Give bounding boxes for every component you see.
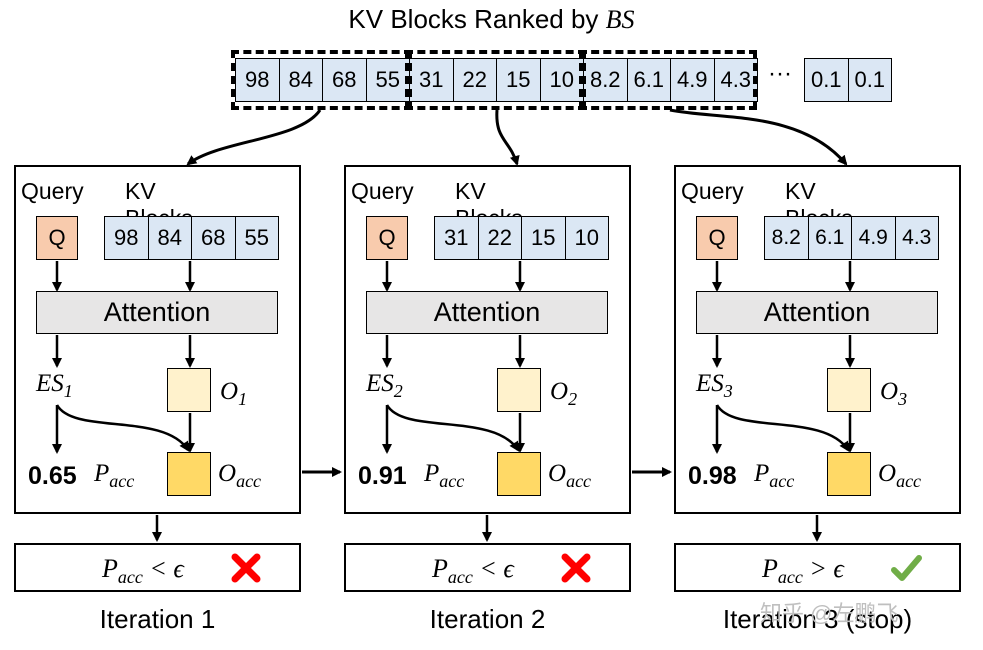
kv-block: 31 [434, 216, 479, 260]
condition-text: Pacc < ϵ [432, 554, 514, 587]
title-variable: BS [605, 5, 635, 34]
p-acc-value: 0.98 [688, 462, 737, 490]
o-acc-label: Oacc [218, 460, 262, 491]
ranked-block: 55 [365, 58, 410, 102]
check-stroke [891, 555, 922, 581]
cross-icon [231, 553, 261, 583]
query-box: Q [696, 216, 738, 260]
iteration-label: Iteration 2 [429, 604, 546, 634]
es-label: ES2 [366, 370, 403, 401]
watermark: 知乎 @左鹏飞 [760, 601, 899, 626]
output-acc-box [497, 452, 541, 496]
diagram-title: KV Blocks Ranked by BS [0, 4, 983, 35]
kv-block: 68 [191, 216, 236, 260]
kv-block: 4.9 [851, 216, 896, 260]
ranked-block: 22 [452, 58, 497, 102]
p-acc-value: 0.91 [358, 462, 407, 490]
kv-block: 22 [477, 216, 522, 260]
ranked-group-outline [405, 50, 586, 110]
ranked-block: 98 [235, 58, 280, 102]
iteration-label: Iteration 1 [99, 604, 216, 634]
kv-block: 55 [234, 216, 279, 260]
check-icon [891, 555, 922, 581]
ranked-block: 4.3 [713, 58, 758, 102]
cross-stroke [231, 553, 261, 583]
p-acc-label: Pacc [94, 460, 135, 491]
arrow-group1-to-panel1 [186, 109, 322, 166]
query-label: Query [21, 178, 84, 204]
o-partial-label: O1 [220, 378, 248, 409]
ranked-group-outline [231, 50, 412, 110]
ranked-block: 4.9 [670, 58, 715, 102]
condition-text: Pacc > ϵ [762, 554, 844, 587]
o-acc-label: Oacc [548, 460, 592, 491]
output-partial-box [827, 368, 871, 412]
ranked-block: 84 [278, 58, 323, 102]
o-partial-label: O3 [880, 378, 908, 409]
attention-box: Attention [696, 291, 938, 334]
iteration-label: Iteration 3 (stop) [722, 604, 913, 634]
es-label: ES3 [696, 370, 733, 401]
condition-box: Pacc < ϵ [14, 543, 301, 592]
attention-box: Attention [36, 291, 278, 334]
query-label: Query [351, 178, 414, 204]
kv-block: 10 [564, 216, 609, 260]
attention-box: Attention [366, 291, 608, 334]
output-acc-box [167, 452, 211, 496]
query-label: Query [681, 178, 744, 204]
output-partial-box [497, 368, 541, 412]
ranked-block-tail: 0.1 [847, 58, 892, 102]
kv-block: 15 [521, 216, 566, 260]
ranked-group-outline [579, 50, 757, 110]
arrow-es-to-oacc [55, 404, 190, 452]
output-partial-box [167, 368, 211, 412]
arrow-group3-to-panel3 [669, 108, 848, 166]
ranked-ellipsis: ··· [768, 60, 792, 87]
arrow-es-to-oacc [385, 404, 520, 452]
condition-box: Pacc < ϵ [344, 543, 631, 592]
query-box: Q [36, 216, 78, 260]
es-label: ES1 [36, 370, 73, 401]
p-acc-label: Pacc [754, 460, 795, 491]
ranked-block: 10 [539, 58, 584, 102]
ranked-block: 68 [322, 58, 367, 102]
condition-text: Pacc < ϵ [102, 554, 184, 587]
o-partial-label: O2 [550, 378, 578, 409]
p-acc-label: Pacc [424, 460, 465, 491]
cross-stroke [561, 553, 591, 583]
output-acc-box [827, 452, 871, 496]
kv-block: 8.2 [764, 216, 809, 260]
kv-block: 4.3 [894, 216, 939, 260]
o-acc-label: Oacc [878, 460, 922, 491]
arrow-group2-to-panel2 [495, 109, 520, 166]
query-box: Q [366, 216, 408, 260]
kv-block: 84 [147, 216, 192, 260]
cross-icon [561, 553, 591, 583]
p-acc-value: 0.65 [28, 462, 77, 490]
ranked-block: 6.1 [626, 58, 671, 102]
ranked-block: 15 [496, 58, 541, 102]
arrow-es-to-oacc [715, 404, 850, 452]
title-text: KV Blocks Ranked by [348, 4, 599, 34]
